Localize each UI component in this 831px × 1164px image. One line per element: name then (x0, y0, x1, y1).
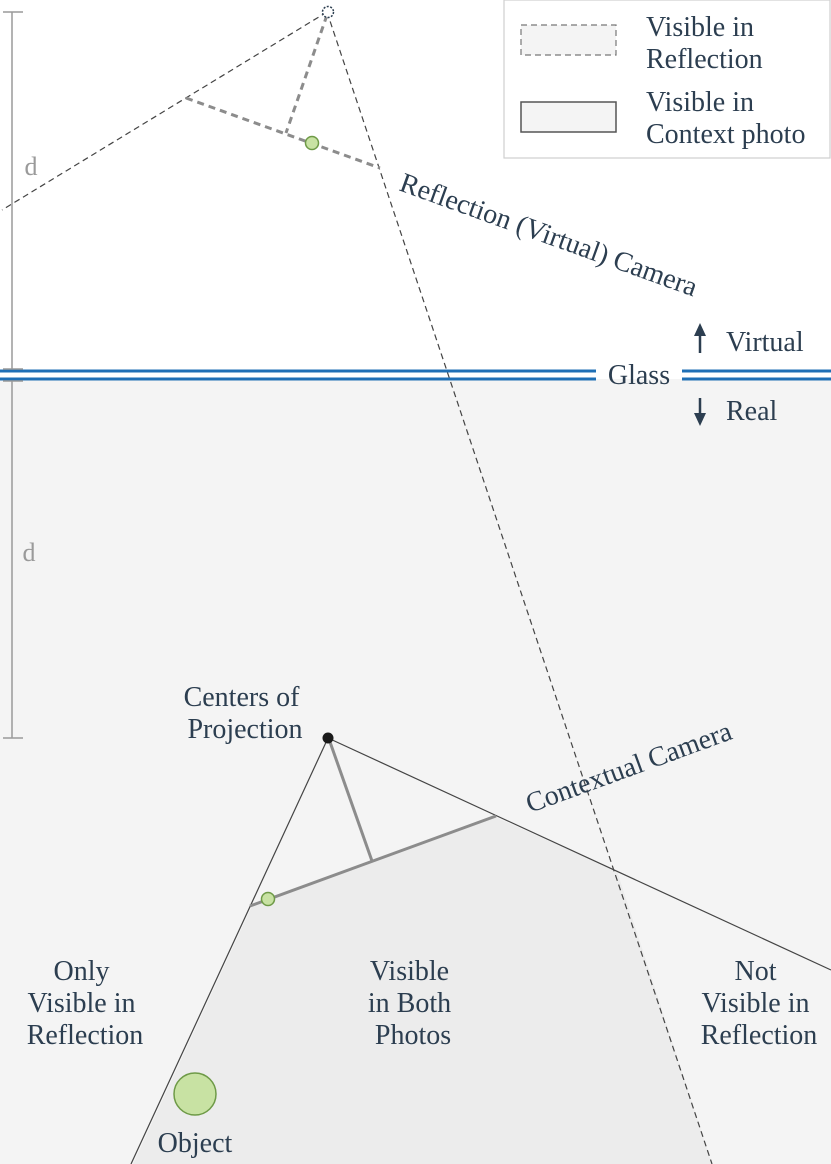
visible-in-both-region (133, 817, 712, 1164)
reflection-ray-left (1, 11, 328, 211)
arrow-up-icon (694, 323, 706, 353)
arrow-down-icon (694, 398, 706, 426)
reflection-sensor (185, 96, 381, 170)
context-ray-left (130, 737, 329, 1164)
context-ray-right (327, 737, 831, 971)
distance-label-top: d (25, 152, 38, 181)
legend: Visible in Reflection Visible in Context… (503, 0, 831, 159)
reflection-axis (284, 14, 329, 134)
legend-swatch-reflection (520, 24, 617, 56)
legend-swatch-context (520, 101, 617, 133)
glass (0, 369, 831, 381)
visible-in-both-photos-label: Visible in Both Photos (368, 956, 458, 1051)
distance-label-bottom: d (23, 538, 36, 567)
reflection-ray-right (326, 11, 713, 1164)
not-visible-in-reflection-label: Not Visible in Reflection (701, 956, 818, 1051)
context-axis (328, 741, 374, 862)
glass-label: Glass (608, 360, 670, 391)
real-label: Real (726, 396, 778, 427)
object-projection-context (260, 891, 276, 907)
virtual-label: Virtual (726, 327, 804, 358)
distance-bracket-bottom (3, 380, 23, 739)
reflection-camera-label: Reflection (Virtual) Camera (396, 167, 702, 303)
object-projection-reflection (304, 135, 320, 151)
center-of-projection-icon (322, 732, 334, 744)
object-label: Object (158, 1128, 233, 1159)
legend-label-context: Visible in Context photo (646, 87, 805, 150)
object-icon (173, 1072, 217, 1116)
distance-bracket-top (3, 11, 23, 370)
only-visible-in-reflection-label: Only Visible in Reflection (27, 956, 144, 1051)
context-sensor (249, 814, 497, 908)
virtual-center-of-projection-icon (321, 5, 335, 19)
legend-label-reflection: Visible in Reflection (646, 12, 763, 75)
centers-of-projection-label: Centers of Projection (184, 682, 307, 745)
